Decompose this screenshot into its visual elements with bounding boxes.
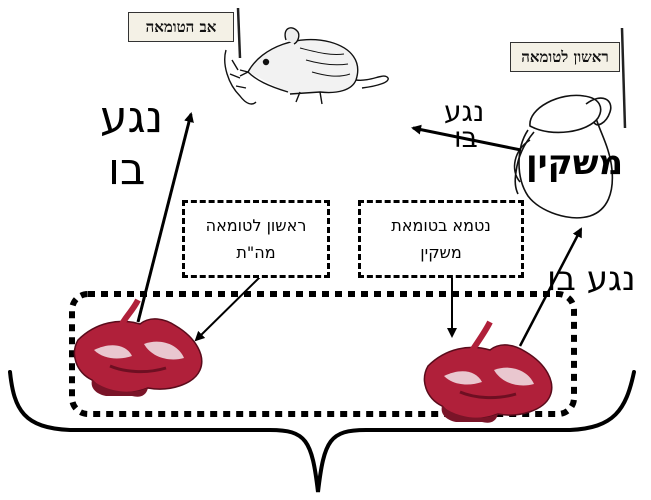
- label-mishkav: משקין: [526, 146, 623, 180]
- label-bo-top-left: בו: [108, 148, 145, 192]
- box-first-degree-torah: ראשון לטומאה מה"ת: [182, 200, 330, 278]
- meat-icon-left: [74, 300, 201, 397]
- arrow-left-box-to-meat: [196, 275, 262, 340]
- box-right-line1: נטמא בטומאת: [391, 216, 491, 235]
- flag-father-of-impurity: אב הטומאה: [128, 12, 234, 42]
- flag-pole-left: [238, 8, 240, 58]
- box-left-line1: ראשון לטומאה: [206, 216, 307, 235]
- mouse-icon: [225, 28, 388, 104]
- label-nega-top-left: נגע: [100, 96, 163, 140]
- label-nega-bo-right: נגע בו: [547, 262, 636, 296]
- box-right-line2: משקין: [420, 243, 462, 262]
- meat-icon-right: [424, 322, 551, 423]
- label-bo-middle: בו: [454, 124, 478, 152]
- box-left-line2: מה"ת: [236, 243, 275, 262]
- flag-pole-right: [622, 28, 625, 128]
- flag-first-degree-impurity: ראשון לטומאה: [510, 42, 620, 72]
- box-defiled-by-liquids: נטמא בטומאת משקין: [358, 200, 524, 278]
